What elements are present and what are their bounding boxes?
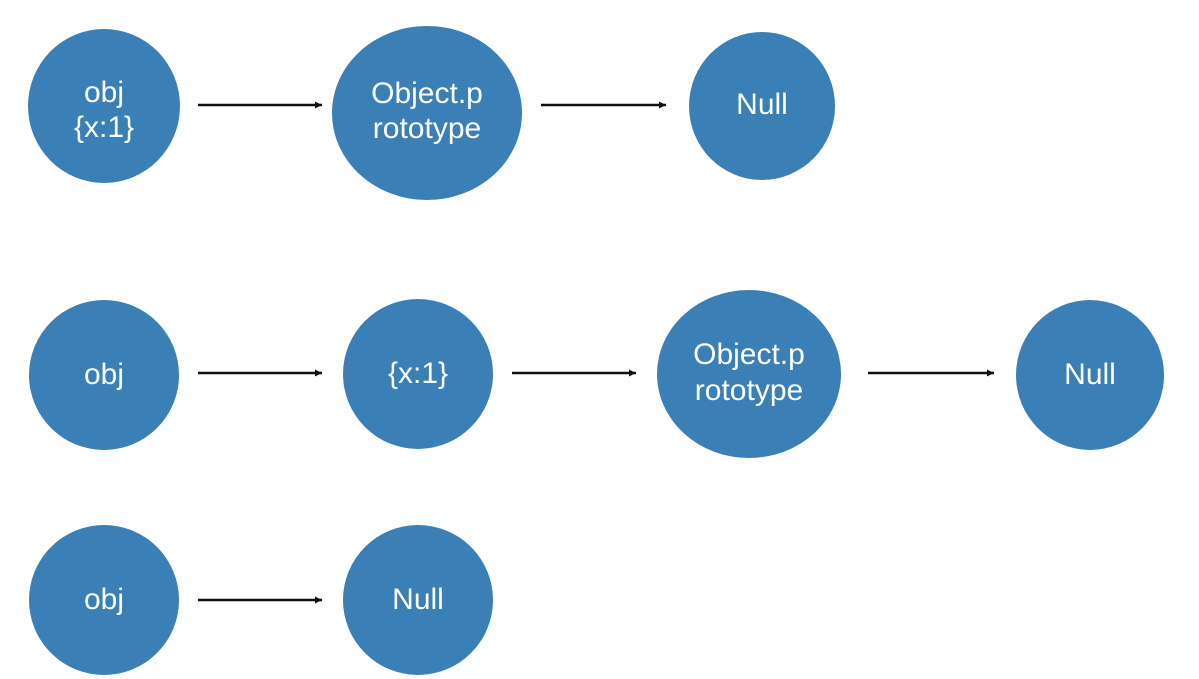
node-label-line: rototype (695, 374, 803, 407)
node-circle (689, 32, 835, 180)
node-obj-x1: obj {x:1} (28, 29, 180, 183)
node-circle (343, 299, 493, 449)
node-label-line: obj (84, 583, 124, 616)
node-circle (332, 26, 522, 200)
node-null: Null (689, 32, 835, 180)
node-null: Null (1016, 300, 1164, 450)
node-circle (343, 525, 493, 675)
node-label-line: {x:1} (388, 357, 448, 390)
node-label-line: Null (1064, 358, 1116, 391)
node-obj: obj (29, 300, 179, 450)
node-obj: obj (29, 525, 179, 675)
node-label-line: Object.p (371, 77, 483, 110)
chain-row-1: obj {x:1} Object.p rototype Null (28, 26, 835, 200)
node-circle (657, 290, 841, 458)
node-x1: {x:1} (343, 299, 493, 449)
node-object-prototype: Object.p rototype (657, 290, 841, 458)
node-circle (29, 525, 179, 675)
node-circle (29, 300, 179, 450)
node-label-line: Null (736, 88, 788, 121)
node-object-prototype: Object.p rototype (332, 26, 522, 200)
node-label-line: {x:1} (74, 111, 134, 144)
node-null: Null (343, 525, 493, 675)
node-label-line: obj (84, 358, 124, 391)
node-label-line: Null (392, 583, 444, 616)
node-circle (28, 29, 180, 183)
chain-row-3: obj Null (29, 525, 493, 675)
node-label-line: obj (84, 76, 124, 109)
node-label-line: rototype (373, 112, 481, 145)
chain-row-2: obj {x:1} Object.p rototype Null (29, 290, 1164, 458)
node-circle (1016, 300, 1164, 450)
node-label-line: Object.p (693, 338, 805, 371)
